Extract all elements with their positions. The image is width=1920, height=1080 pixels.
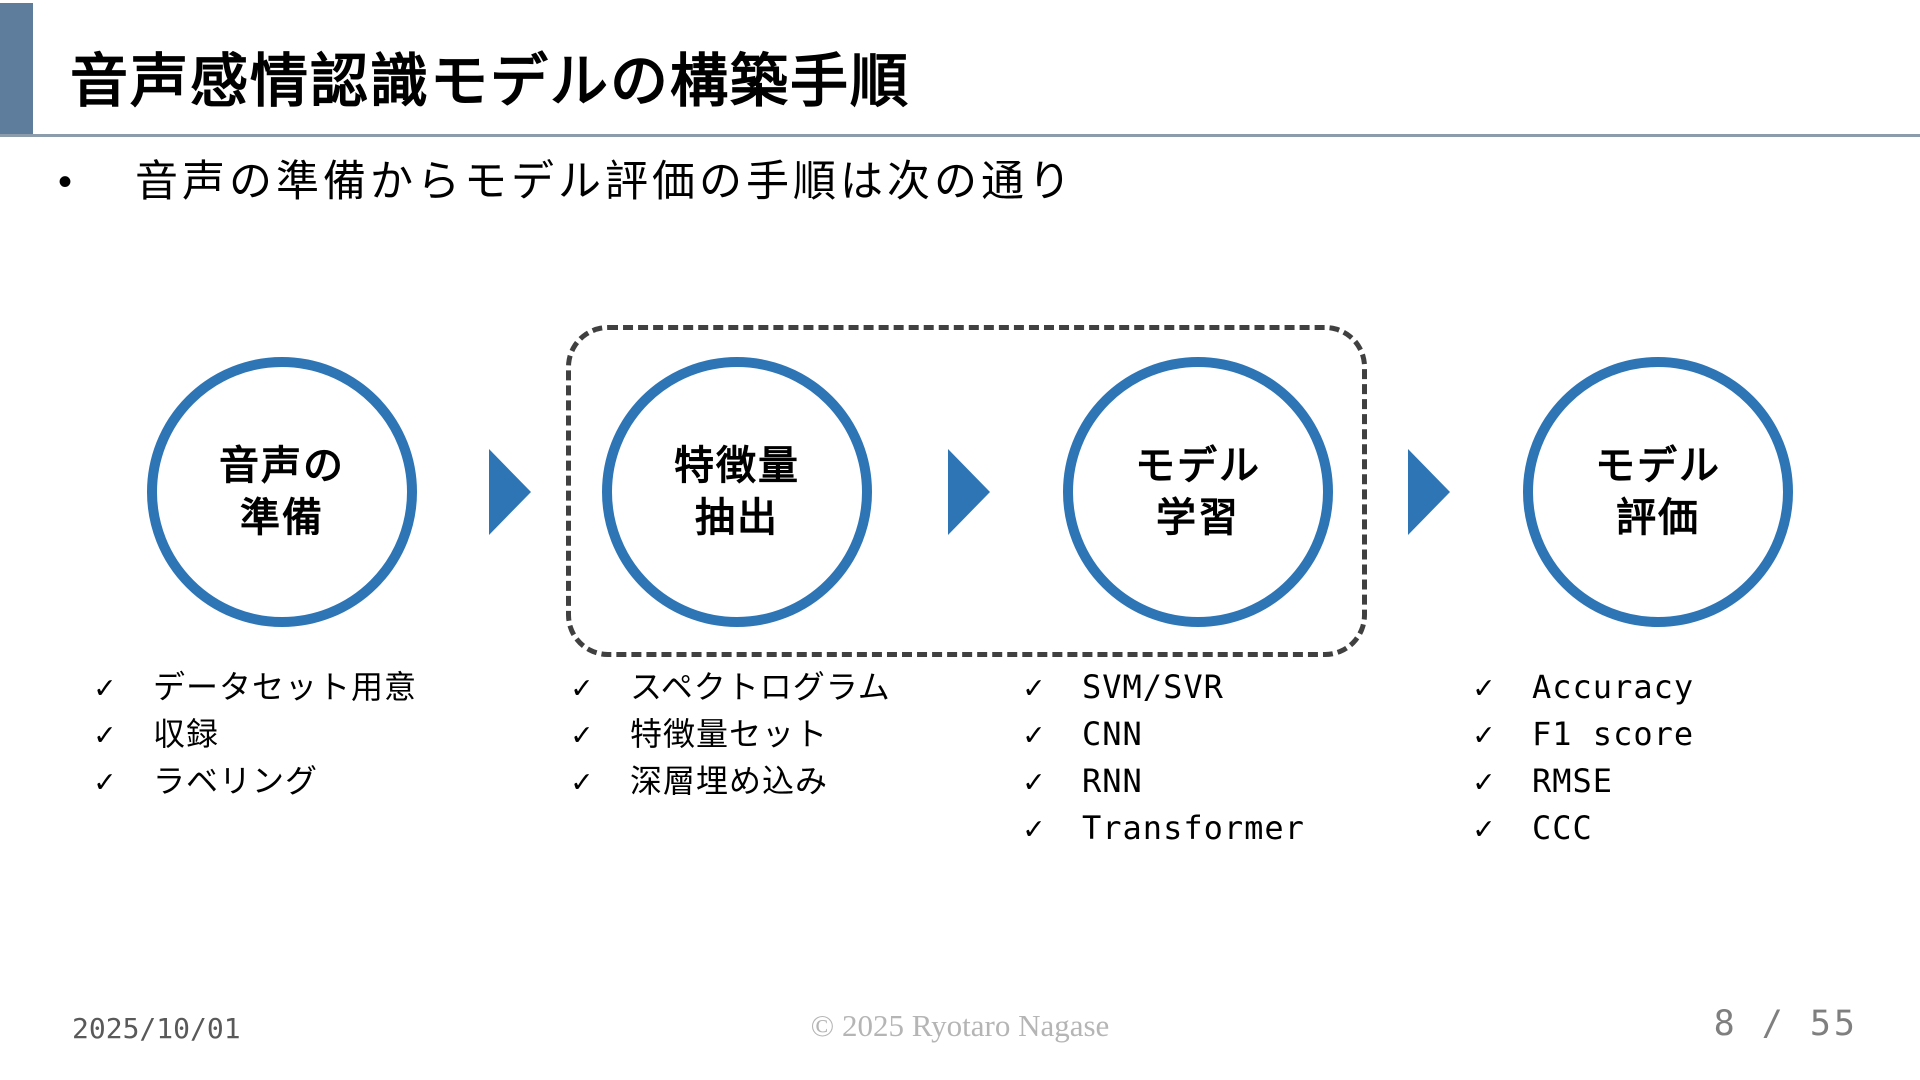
step-label-line: モデル	[1135, 444, 1261, 488]
dashed-group-box	[566, 325, 1367, 657]
checkmark-icon: ✓	[1474, 715, 1494, 753]
list-item: ✓ F1 score	[1474, 711, 1694, 758]
list-item-label: CNN	[1082, 715, 1143, 753]
list-item: ✓ CCC	[1474, 805, 1694, 852]
checklist-model-training: ✓ SVM/SVR ✓ CNN ✓ RNN ✓ Transformer	[1024, 664, 1305, 852]
list-item: ✓ データセット用意	[95, 664, 417, 711]
checkmark-icon: ✓	[1474, 668, 1494, 706]
step-label-line: 抽出	[695, 496, 779, 540]
page-number: 8 / 55	[1713, 1004, 1858, 1044]
title-divider-line	[0, 134, 1920, 137]
checkmark-icon: ✓	[1474, 762, 1494, 800]
list-item-label: データセット用意	[153, 668, 418, 706]
list-item: ✓ RMSE	[1474, 758, 1694, 805]
checkmark-icon: ✓	[572, 715, 592, 753]
list-item: ✓ 深層埋め込み	[572, 758, 891, 805]
bullet-row: • 音声の準備からモデル評価の手順は次の通り	[58, 152, 1075, 212]
step-label-line: 学習	[1156, 496, 1240, 540]
checkmark-icon: ✓	[572, 762, 592, 800]
checklist-model-evaluation: ✓ Accuracy ✓ F1 score ✓ RMSE ✓ CCC	[1474, 664, 1694, 852]
checklist-audio-preparation: ✓ データセット用意 ✓ 収録 ✓ ラベリング	[95, 664, 417, 805]
checkmark-icon: ✓	[572, 668, 592, 706]
checkmark-icon: ✓	[1024, 715, 1044, 753]
step-circle-model-evaluation: モデル 評価	[1523, 357, 1793, 627]
list-item: ✓ CNN	[1024, 711, 1305, 758]
step-label-line: 音声の	[219, 444, 345, 488]
step-label-line: 評価	[1616, 496, 1700, 540]
step-label-line: モデル	[1595, 444, 1721, 488]
bullet-marker: •	[58, 160, 73, 204]
page-title: 音声感情認識モデルの構築手順	[70, 49, 911, 114]
checkmark-icon: ✓	[95, 715, 115, 753]
step-circle-model-training: モデル 学習	[1063, 357, 1333, 627]
checkmark-icon: ✓	[1024, 762, 1044, 800]
footer-date: 2025/10/01	[72, 1012, 241, 1045]
list-item: ✓ ラベリング	[95, 758, 417, 805]
list-item: ✓ SVM/SVR	[1024, 664, 1305, 711]
checkmark-icon: ✓	[1474, 809, 1494, 847]
list-item-label: 深層埋め込み	[630, 762, 829, 800]
checklist-feature-extraction: ✓ スペクトログラム ✓ 特徴量セット ✓ 深層埋め込み	[572, 664, 891, 805]
list-item-label: 特徴量セット	[630, 715, 829, 753]
step-label-line: 特徴量	[674, 444, 800, 488]
checkmark-icon: ✓	[95, 668, 115, 706]
right-arrow-icon	[948, 449, 990, 535]
step-label-line: 準備	[240, 496, 324, 540]
step-circle-audio-preparation: 音声の 準備	[147, 357, 417, 627]
list-item-label: スペクトログラム	[630, 668, 891, 706]
list-item: ✓ Accuracy	[1474, 664, 1694, 711]
checkmark-icon: ✓	[1024, 668, 1044, 706]
list-item: ✓ Transformer	[1024, 805, 1305, 852]
list-item: ✓ 特徴量セット	[572, 711, 891, 758]
list-item-label: 収録	[153, 715, 220, 753]
list-item: ✓ 収録	[95, 711, 417, 758]
list-item-label: SVM/SVR	[1082, 668, 1224, 706]
checkmark-icon: ✓	[1024, 809, 1044, 847]
list-item: ✓ RNN	[1024, 758, 1305, 805]
right-arrow-icon	[489, 449, 531, 535]
right-arrow-icon	[1408, 449, 1450, 535]
list-item-label: F1 score	[1532, 715, 1695, 753]
list-item-label: ラベリング	[153, 762, 319, 800]
list-item-label: RMSE	[1532, 762, 1614, 800]
checkmark-icon: ✓	[95, 762, 115, 800]
list-item-label: Transformer	[1082, 809, 1305, 847]
bullet-text: 音声の準備からモデル評価の手順は次の通り	[135, 158, 1075, 206]
list-item-label: Accuracy	[1532, 668, 1695, 706]
list-item-label: RNN	[1082, 762, 1143, 800]
list-item-label: CCC	[1532, 809, 1593, 847]
list-item: ✓ スペクトログラム	[572, 664, 891, 711]
footer-copyright: © 2025 Ryotaro Nagase	[810, 1008, 1110, 1043]
title-accent-bar	[0, 3, 38, 134]
step-circle-feature-extraction: 特徴量 抽出	[602, 357, 872, 627]
